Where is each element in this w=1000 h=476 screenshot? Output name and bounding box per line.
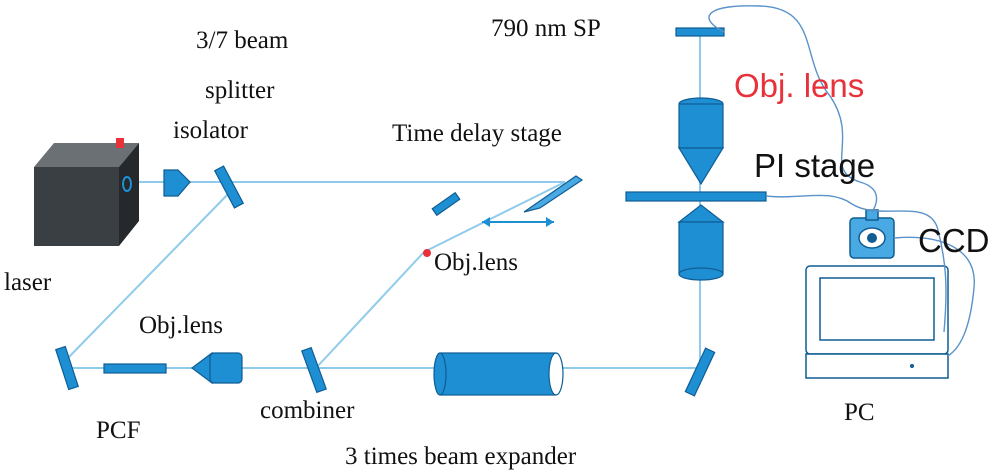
delay-return-beam: [423, 181, 566, 253]
beam-splitter-label-line2: splitter: [205, 77, 275, 104]
ccd-camera-icon: [849, 209, 895, 259]
red-marker: [423, 249, 431, 257]
pi-stage-plate: [625, 191, 767, 202]
cable-wires: [708, 5, 975, 357]
split-beam: [65, 189, 233, 361]
pcf-mirror-icon: [54, 345, 80, 391]
beam-splitter-label-line1: 3/7 beam: [196, 27, 289, 54]
beam-splitter-mirror-icon: [213, 165, 245, 209]
obj-lens-delay-label: Obj.lens: [434, 249, 518, 276]
expander-mirror-icon: [684, 347, 716, 397]
delay-to-combiner-beam: [315, 251, 425, 369]
retroreflector-icon: [523, 175, 584, 213]
pi-stage-label: PI stage: [754, 147, 875, 184]
pc-monitor-icon: [805, 265, 949, 379]
beam-expander-icon: [433, 352, 564, 396]
laser-box: [34, 138, 139, 246]
time-delay-stage-label: Time delay stage: [392, 120, 562, 147]
objective-lens-icon: [191, 351, 243, 385]
short-pass-filter-icon: [675, 27, 725, 37]
pc-label: PC: [844, 399, 875, 426]
isolator-label: isolator: [173, 117, 249, 144]
fiber-icon: [103, 363, 167, 374]
bottom-objective-lens-icon: [677, 204, 725, 281]
short-pass-filter-label: 790 nm SP: [491, 15, 601, 42]
ccd-label: CCD: [918, 222, 990, 259]
top-objective-lens-icon: [677, 97, 725, 186]
delay-mirror-icon: [431, 191, 461, 217]
laser-label: laser: [4, 269, 52, 296]
combiner-mirror-icon: [301, 346, 327, 394]
obj-lens-pcf-label: Obj.lens: [139, 312, 223, 339]
combiner-label: combiner: [260, 397, 355, 424]
pcf-label: PCF: [96, 417, 140, 444]
isolator-icon: [163, 169, 191, 197]
beam-expander-label: 3 times beam expander: [345, 443, 577, 470]
time-delay-stage: [431, 175, 584, 227]
obj-lens-top-label: Obj. lens: [734, 67, 864, 104]
